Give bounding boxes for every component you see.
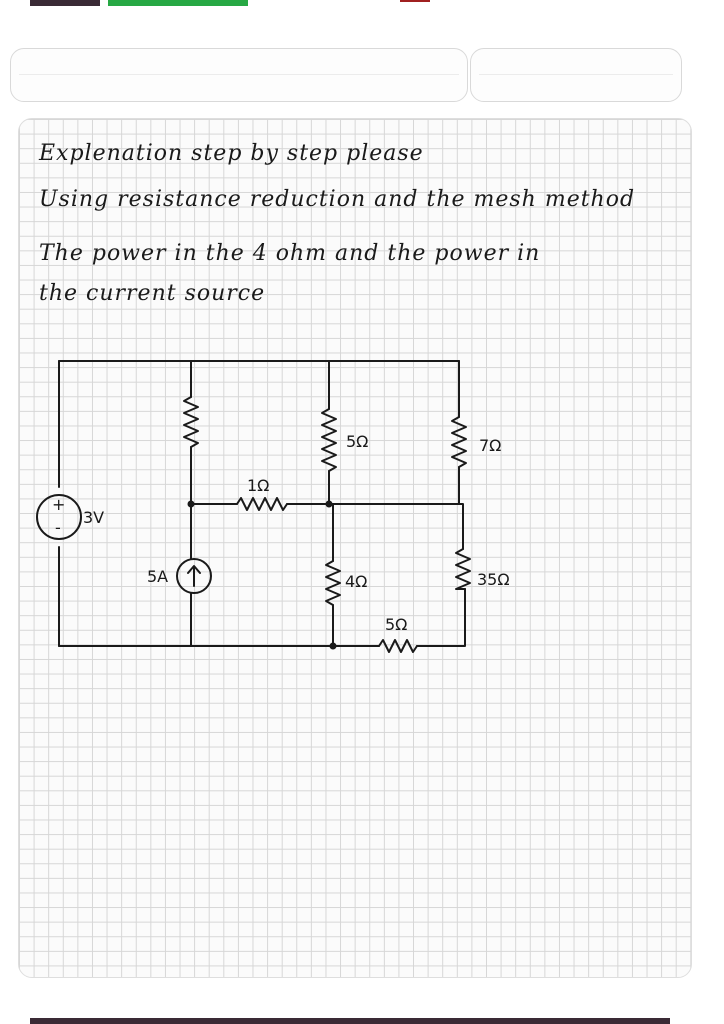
wire-branch-4-mid [458, 466, 464, 550]
resistor-35ohm-label: 35Ω [477, 570, 510, 589]
current-source-symbol [176, 558, 212, 594]
current-source-label: 5A [147, 567, 168, 586]
problem-line-1: Explenation step by step please [39, 141, 424, 166]
problem-line-3: The power in the 4 ohm and the power in [39, 241, 541, 266]
resistor-unlabeled-zigzag [183, 396, 199, 448]
grid-paper-page: Explenation step by step please Using re… [18, 118, 692, 978]
junction-dot [329, 642, 337, 650]
notebook-header [10, 48, 682, 102]
wire-branch-3-mid [328, 470, 334, 562]
resistor-1ohm-zigzag [236, 497, 288, 511]
resistor-35ohm-zigzag [455, 548, 471, 590]
voltage-source-plus: + [52, 495, 65, 514]
circuit-diagram: + - 3V 5A 1Ω 5Ω 7Ω 4Ω 35Ω 5Ω [36, 360, 510, 653]
junction-dot [187, 500, 195, 508]
junction-dot [325, 500, 333, 508]
top-edge-strip-dark [30, 0, 100, 6]
current-source-arrow [187, 565, 201, 587]
resistor-5ohm-bottom-label: 5Ω [385, 615, 407, 634]
bottom-edge-strip [30, 1018, 670, 1024]
resistor-4ohm-zigzag [325, 560, 341, 606]
voltage-source-label: 3V [83, 508, 104, 527]
wire-bottom-right [416, 588, 466, 647]
resistor-4ohm-label: 4Ω [345, 572, 367, 591]
voltage-source-symbol [36, 494, 82, 540]
problem-line-4: the current source [39, 281, 266, 306]
top-edge-strip-red [400, 0, 430, 2]
resistor-5ohm-top-zigzag [321, 408, 337, 472]
problem-line-2: Using resistance reduction and the mesh … [39, 187, 636, 212]
header-field-left [10, 48, 468, 102]
top-edge-strip-green [108, 0, 248, 6]
voltage-source-minus: - [55, 518, 61, 537]
resistor-5ohm-top-label: 5Ω [346, 432, 368, 451]
resistor-5ohm-bottom-zigzag [378, 639, 418, 653]
resistor-1ohm-label: 1Ω [247, 476, 269, 495]
resistor-7ohm-zigzag [451, 416, 467, 468]
header-field-right [470, 48, 682, 102]
resistor-7ohm-label: 7Ω [479, 436, 501, 455]
